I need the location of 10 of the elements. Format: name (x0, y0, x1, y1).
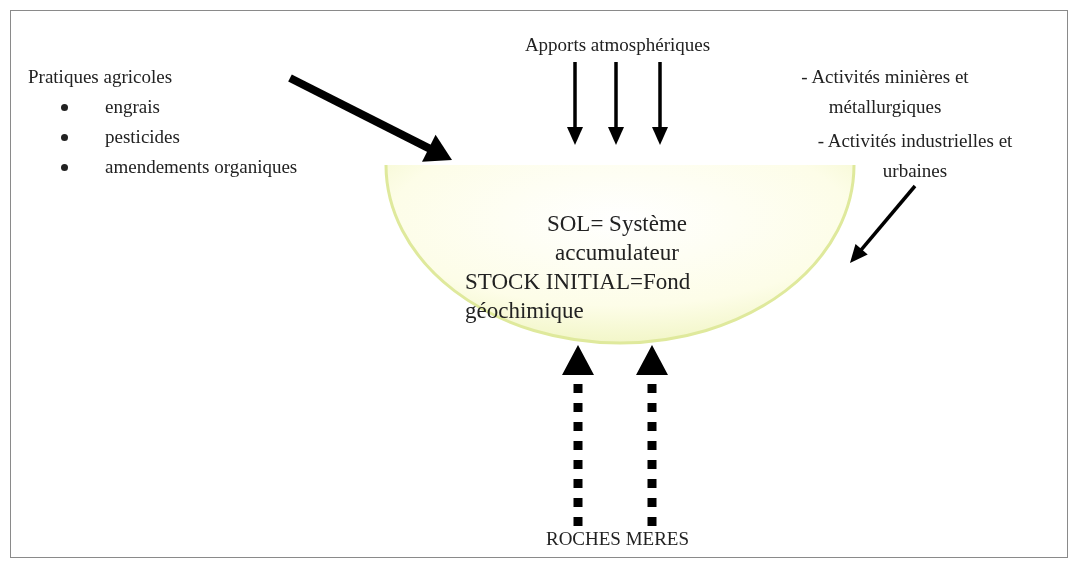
source-label: Apports atmosphériques (523, 33, 712, 57)
source-label: - Activités industrielles et urbaines (816, 129, 1014, 183)
bullet-item: amendements organiques (61, 152, 298, 182)
source-label: ROCHES MERES (544, 527, 691, 551)
soil-label: STOCK INITIAL=Fond géochimique (465, 268, 692, 325)
bullet-item: pesticides (61, 122, 180, 152)
source-label: - Activités minières et métallurgiques (800, 65, 970, 119)
source-heading: Pratiques agricoles (28, 65, 173, 89)
soil-label: SOL= Système accumulateur (545, 210, 689, 267)
bullet-item: engrais (61, 92, 160, 122)
